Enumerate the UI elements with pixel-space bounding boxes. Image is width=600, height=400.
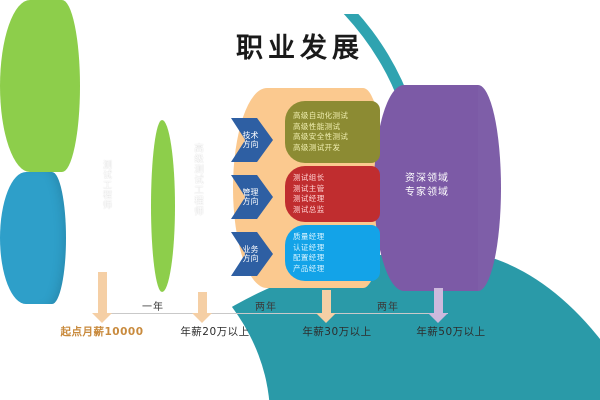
role-line: 质量经理 [293,232,325,241]
role-line: 测试总监 [293,204,325,214]
expert-stage-cylinder [374,85,478,291]
expert-stage-label-line1: 资深领域 [405,173,449,184]
timeline-period-1: 一年 [142,302,164,313]
engineer-stage-label: 测试工程师 [101,160,111,210]
role-line: 高级安全性测试 [293,132,349,141]
role-box-technical[interactable]: 高级自动化测试 高级性能测试 高级安全性测试 高级测试开发 [285,101,380,163]
role-line: 测试经理 [293,194,325,203]
senior-engineer-stage-label: 高级测试工程师 [192,143,203,217]
chevron-label-line1: 技术 [242,130,259,140]
role-box-business[interactable]: 质量经理 认证经理 配置经理 产品经理 [285,225,380,281]
role-line: 产品经理 [293,263,325,273]
chevron-label-line1: 业务 [242,244,259,254]
timeline-arrow-1 [92,272,112,323]
expert-stage-label-line2: 专家领域 [405,187,449,198]
timeline-period-3: 两年 [377,302,399,313]
chevron-label-line2: 方向 [242,140,259,149]
timeline-arrow-4 [428,288,448,323]
senior-engineer-stage-cap [149,120,175,292]
timeline-period-2: 两年 [255,302,277,313]
salary-label-4: 年薪50万以上 [416,326,486,338]
engineer-stage-cylinder [0,172,66,304]
chevron-label-line2: 方向 [242,254,259,263]
role-line: 认证经理 [293,242,325,252]
senior-engineer-stage-cylinder [0,0,80,172]
role-line: 测试主管 [293,183,325,193]
role-line: 高级性能测试 [293,121,341,131]
role-line: 配置经理 [293,253,325,262]
chevron-label-line2: 方向 [242,197,259,206]
role-line: 高级测试开发 [293,142,341,152]
role-line: 高级自动化测试 [293,111,349,120]
timeline-arrow-2 [192,292,212,323]
role-line: 测试组长 [293,173,325,182]
salary-label-3: 年薪30万以上 [302,326,372,338]
chevron-label-line1: 管理 [242,187,259,197]
salary-label-2: 年薪20万以上 [180,326,250,338]
role-box-management[interactable]: 测试组长 测试主管 测试经理 测试总监 [285,166,380,222]
timeline-axis [100,313,448,314]
salary-label-1: 起点月薪10000 [60,326,144,338]
timeline-arrow-3 [316,290,336,323]
expert-stage-label: 资深领域 专家领域 [392,172,462,200]
page-title: 职业发展 [236,33,364,64]
